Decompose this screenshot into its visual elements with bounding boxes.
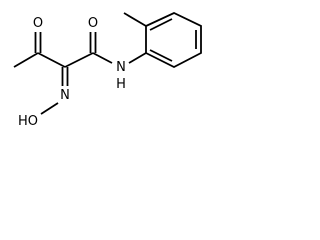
ring-double-bond-3 [149,49,173,62]
bond-amide-cn [92,52,113,64]
bond-oxime-hydroxyl [40,102,59,115]
benzene-ring [145,12,202,69]
bond-methyl-ketone [13,52,39,68]
amide-nitrogen-label: N [116,60,126,75]
hydroxyl-label: HO [18,114,38,129]
bond-ring-methyl [123,12,147,27]
chemical-structure: O O N HO N H [13,12,202,129]
oxime-nitrogen-label: N [60,88,70,103]
ring-double-bond-1 [149,18,173,31]
ketone-oxygen-label: O [33,16,43,31]
amide-hydrogen-label: H [116,77,126,92]
bond-n-ring [128,52,147,64]
bond-ketone-central [37,52,66,68]
bond-central-amide [64,52,94,68]
amide-oxygen-label: O [88,16,98,31]
